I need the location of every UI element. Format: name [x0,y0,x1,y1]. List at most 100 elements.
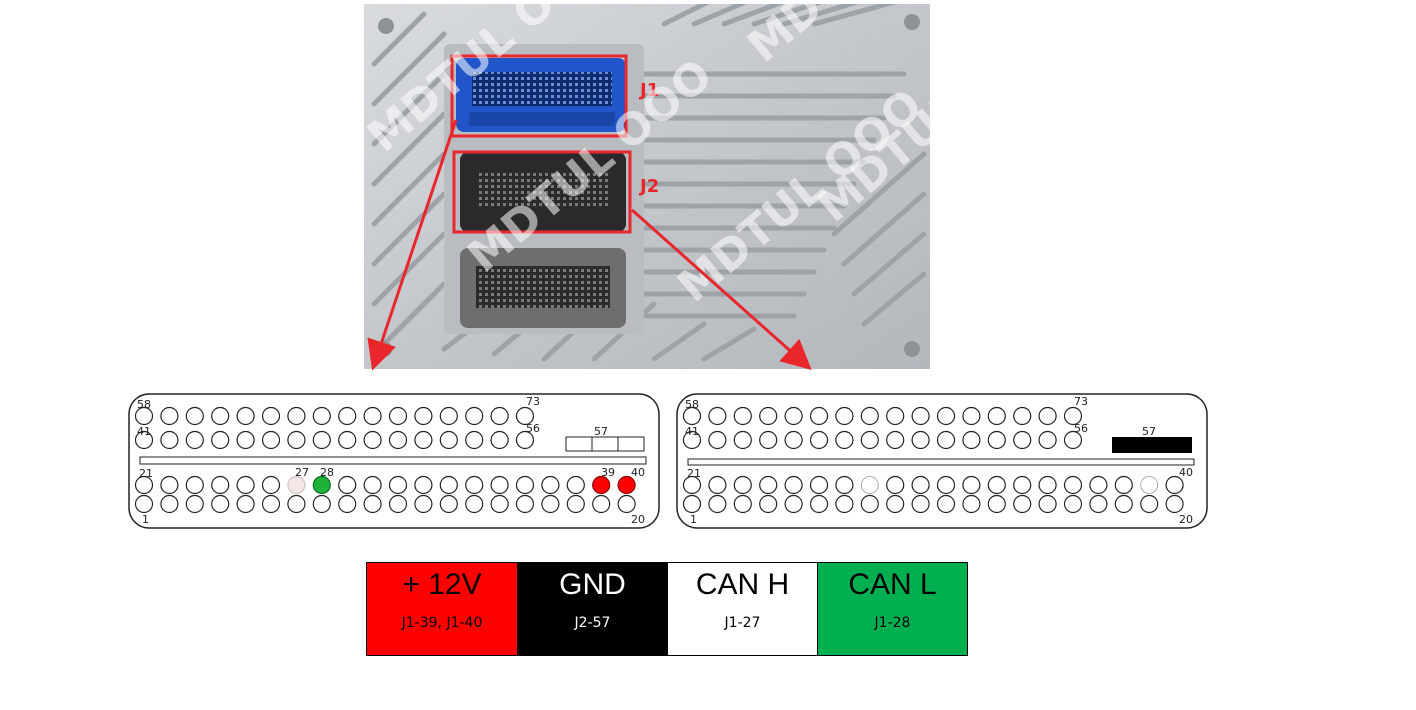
pin-socket [465,494,484,514]
pin-socket [338,494,357,514]
pin-socket [211,475,230,495]
j2-label-58: 58 [685,398,699,411]
pin-socket [592,475,611,495]
pin-socket [160,430,179,450]
j1-callout-label: J1 [638,80,659,101]
pin-socket [439,430,458,450]
j1-label-73: 73 [526,395,540,408]
legend-can-l-pins: J1-28 [874,615,911,631]
pin-socket [936,406,956,426]
pin-socket [261,494,281,514]
pin-socket [1013,406,1032,426]
pin-socket [363,475,382,495]
pin-socket [515,406,535,426]
j1-pin-row-lower [134,475,636,495]
pin-socket [911,475,930,495]
pin-socket [236,430,255,450]
pin-socket [708,494,727,514]
pin-socket [439,406,458,426]
pin-socket [465,475,484,495]
pin-socket [211,406,230,426]
pin-socket [388,430,408,450]
pin-socket [708,430,727,450]
j2-label-1: 1 [690,513,697,526]
pin-socket [566,494,585,514]
pin-socket [835,430,854,450]
connector-j1 [456,58,626,132]
j2-pin-row-bottom [682,494,1184,514]
pin-socket [835,475,854,495]
legend-can-h-pins: J1-27 [724,615,761,631]
j2-label-20: 20 [1179,513,1193,526]
j1-pin-row-bottom [134,494,636,514]
pin-socket [439,475,458,495]
j1-pinout-diagram: 58 73 41 56 57 21 27 28 39 40 1 20 [128,393,660,529]
pin-socket [1038,494,1057,514]
pin-socket [414,430,433,450]
legend-power-name: + 12V [402,568,482,601]
pin-socket [185,475,204,495]
j1-label-20: 20 [631,513,645,526]
pin-socket [236,406,255,426]
pin-socket [363,494,382,514]
pin-socket [1165,475,1184,495]
mounting-hole [376,341,392,357]
pin-socket [759,494,778,514]
pin-socket [962,406,981,426]
mounting-hole [904,14,920,30]
j1-pin-row-top [134,406,535,426]
pin-socket [338,475,357,495]
pin-socket [338,406,357,426]
legend-can-l-name: CAN L [848,568,937,601]
pin-socket [490,494,509,514]
pin-socket [185,494,204,514]
pin-socket [784,430,803,450]
pin-socket [886,430,905,450]
pin-socket [312,406,331,426]
pin-socket [1114,494,1133,514]
pin-socket [261,406,281,426]
pin-socket [886,494,905,514]
j1-label-40: 40 [631,466,645,479]
pin-socket [682,494,702,514]
pin-socket [287,406,306,426]
pin-socket [515,430,535,450]
pin-socket [708,475,727,495]
pin-socket [886,475,905,495]
pin-socket [784,494,803,514]
legend-ground-name: GND [559,568,626,601]
pin-socket [185,430,204,450]
j1-label-28: 28 [320,466,334,479]
pin-socket [860,406,879,426]
j1-label-58: 58 [137,398,151,411]
pin-socket [414,494,433,514]
pin-socket [287,430,306,450]
pin-socket [835,494,854,514]
j2-pin-row-lower [682,475,1184,495]
pin-socket [987,430,1006,450]
j1-label-27: 27 [295,466,309,479]
pin-socket [936,475,956,495]
pin-socket [160,494,179,514]
j2-label-41: 41 [685,425,699,438]
pin-socket [759,406,778,426]
pin-socket [236,494,255,514]
pin-socket [617,494,636,514]
legend-ground: GND J2-57 [517,563,667,655]
pin-socket [911,406,930,426]
pin-socket [515,475,535,495]
pin-socket [388,406,408,426]
pin-socket [1140,494,1159,514]
j2-pinout-diagram: 58 73 41 56 57 21 40 1 20 [676,393,1208,529]
pin-socket [236,475,255,495]
pin-socket [211,494,230,514]
pin-socket [962,475,981,495]
pin-socket [784,406,803,426]
connector-j3 [460,248,626,328]
mounting-hole [904,341,920,357]
pin-socket [211,430,230,450]
j2-pin-row-upper [682,430,1083,450]
j2-label-57: 57 [1142,425,1156,438]
pin-socket [185,406,204,426]
j1-label-56: 56 [526,422,540,435]
